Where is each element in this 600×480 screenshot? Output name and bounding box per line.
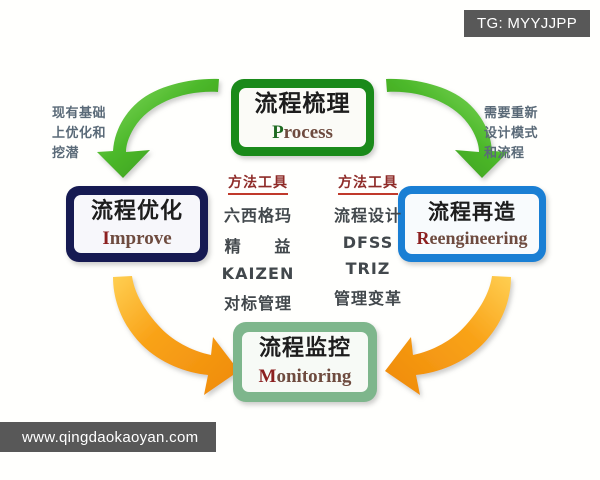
node-reengineering-en-rest: eengineering xyxy=(429,227,528,248)
note-left: 现有基础 上优化和 挖潜 xyxy=(52,104,144,164)
node-improve-cn: 流程优化 xyxy=(90,198,183,224)
node-reengineering-en-cap: R xyxy=(416,227,430,248)
tools-right-item-4: 管理变革 xyxy=(333,289,402,308)
tools-column-right: 方法工具 流程设计 DFSS TRIZ 管理变革 xyxy=(320,172,416,316)
node-monitoring-en: Monitoring xyxy=(259,367,352,386)
tools-left-item-3: KAIZEN xyxy=(221,264,295,283)
tools-left-item-1: 六西格玛 xyxy=(223,206,292,225)
note-right-line-2: 设计模式 xyxy=(484,126,539,141)
note-left-line-2: 上优化和 xyxy=(52,126,107,141)
node-monitoring[interactable]: 流程监控 Monitoring xyxy=(233,322,377,402)
node-improve-en-rest: mprove xyxy=(109,227,172,249)
arrow-improve-to-monitoring xyxy=(113,276,239,395)
node-monitoring-en-rest: onitoring xyxy=(276,366,352,387)
node-improve-en-cap: I xyxy=(102,227,110,249)
node-process-en: Process xyxy=(272,123,333,142)
node-process-en-cap: P xyxy=(272,122,284,143)
node-reengineering[interactable]: 流程再造 Reengineering xyxy=(398,186,546,262)
node-process-en-rest: rocess xyxy=(283,122,333,143)
note-right-line-1: 需要重新 xyxy=(484,106,539,121)
node-improve-en: Improve xyxy=(102,229,171,248)
tools-right-item-2: DFSS xyxy=(342,233,394,252)
tools-column-left: 方法工具 六西格玛 精 益 KAIZEN 对标管理 xyxy=(210,172,306,321)
node-reengineering-en: Reengineering xyxy=(417,229,528,247)
node-monitoring-cn: 流程监控 xyxy=(258,336,351,361)
node-reengineering-cn: 流程再造 xyxy=(428,199,516,224)
node-process-cn: 流程梳理 xyxy=(254,91,351,117)
tools-right-title: 方法工具 xyxy=(338,172,398,195)
watermark-top-right: TG: MYYJJPP xyxy=(464,10,590,37)
tools-left-title: 方法工具 xyxy=(228,172,288,195)
note-left-line-3: 挖潜 xyxy=(52,146,80,161)
note-right-line-3: 和流程 xyxy=(484,146,525,161)
tools-right-item-1: 流程设计 xyxy=(333,206,402,225)
tools-left-item-2: 精 益 xyxy=(224,237,292,256)
node-improve[interactable]: 流程优化 Improve xyxy=(66,186,208,262)
arrow-process-to-improve xyxy=(97,78,219,178)
arrow-reengineering-to-monitoring xyxy=(385,276,511,395)
tools-right-item-3: TRIZ xyxy=(345,259,391,278)
tools-left-item-4: 对标管理 xyxy=(223,294,292,313)
note-right: 需要重新 设计模式 和流程 xyxy=(484,104,576,164)
node-monitoring-en-cap: M xyxy=(258,366,277,387)
node-process[interactable]: 流程梳理 Process xyxy=(231,79,374,156)
note-left-line-1: 现有基础 xyxy=(52,106,107,121)
watermark-bottom-left: www.qingdaokaoyan.com xyxy=(0,422,217,452)
arrow-process-to-reengineering xyxy=(386,78,508,178)
